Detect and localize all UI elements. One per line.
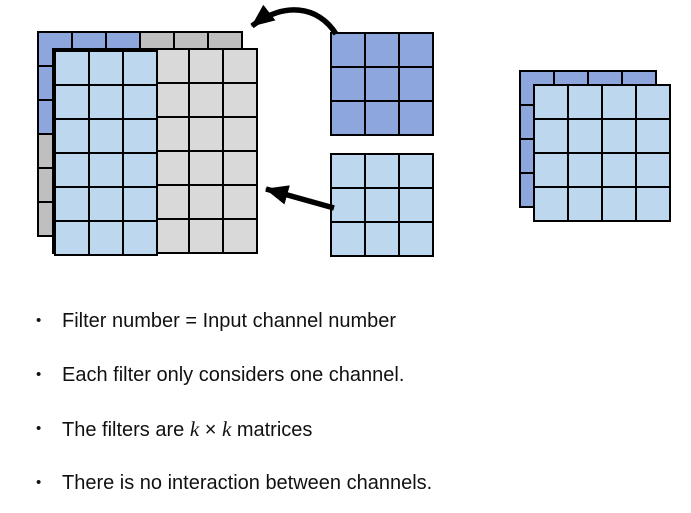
grid-cell xyxy=(637,154,669,186)
grid-cell xyxy=(156,118,188,150)
math-symbol: k xyxy=(189,417,200,441)
grid-cell xyxy=(190,50,222,82)
grid-cell xyxy=(332,155,364,187)
grid-cell xyxy=(124,188,156,220)
grid-cell xyxy=(156,84,188,116)
bullet-text: The filters are k × k matrices xyxy=(62,416,312,443)
grid-cell xyxy=(224,220,256,252)
grid-cell xyxy=(190,118,222,150)
grid-cell xyxy=(366,189,398,221)
bullet-item-no-interaction: • There is no interaction between channe… xyxy=(36,470,432,496)
grid-cell xyxy=(535,120,567,152)
text-segment: Filter number = Input channel number xyxy=(62,310,397,332)
grid-cell xyxy=(190,220,222,252)
grid-cell xyxy=(400,34,432,66)
grid-cell xyxy=(366,102,398,134)
bullet-item-kxk-matrices: • The filters are k × k matrices xyxy=(36,416,312,443)
grid-cell xyxy=(156,186,188,218)
grid-cell xyxy=(569,154,601,186)
grid-cell xyxy=(56,154,88,186)
grid-cell xyxy=(332,68,364,100)
grid-cell xyxy=(224,152,256,184)
grid-cell xyxy=(56,222,88,254)
grid-cell xyxy=(124,154,156,186)
grid-cell xyxy=(56,120,88,152)
output-channel-1-grid xyxy=(533,84,671,222)
grid-cell xyxy=(124,86,156,118)
grid-cell xyxy=(224,186,256,218)
grid-cell xyxy=(569,86,601,118)
grid-cell xyxy=(366,223,398,255)
grid-cell xyxy=(90,222,122,254)
grid-cell xyxy=(535,86,567,118)
bullet-text: Each filter only considers one channel. xyxy=(62,362,404,388)
grid-cell xyxy=(400,68,432,100)
grid-cell xyxy=(400,155,432,187)
text-segment: Each filter only considers one channel. xyxy=(62,364,405,386)
filter-channel-2-grid xyxy=(330,32,434,136)
math-symbol: k xyxy=(221,417,232,441)
grid-cell xyxy=(56,188,88,220)
grid-cell xyxy=(637,188,669,220)
text-segment: The filters are xyxy=(62,419,190,441)
grid-cell xyxy=(400,223,432,255)
grid-cell xyxy=(603,188,635,220)
grid-cell xyxy=(366,68,398,100)
grid-cell xyxy=(535,188,567,220)
grid-cell xyxy=(190,186,222,218)
bullet-text: Filter number = Input channel number xyxy=(62,308,396,334)
grid-cell xyxy=(156,50,188,82)
grid-cell xyxy=(90,52,122,84)
grid-cell xyxy=(569,120,601,152)
grid-cell xyxy=(224,50,256,82)
grid-cell xyxy=(124,120,156,152)
text-segment: × xyxy=(199,419,222,441)
grid-cell xyxy=(56,52,88,84)
grid-cell xyxy=(332,223,364,255)
grid-cell xyxy=(603,120,635,152)
grid-cell xyxy=(90,86,122,118)
bullet-icon: • xyxy=(36,366,42,383)
bullet-item-one-channel: • Each filter only considers one channel… xyxy=(36,362,404,388)
grid-cell xyxy=(90,188,122,220)
bullet-icon: • xyxy=(36,420,42,437)
grid-cell xyxy=(332,102,364,134)
input-channel-1-highlight-grid xyxy=(54,50,158,256)
grid-cell xyxy=(124,52,156,84)
text-segment: matrices xyxy=(231,419,313,441)
grid-cell xyxy=(90,154,122,186)
text-segment: There is no interaction between channels… xyxy=(62,472,433,494)
curved-arrow-icon xyxy=(250,4,339,36)
grid-cell xyxy=(569,188,601,220)
grid-cell xyxy=(535,154,567,186)
bullet-icon: • xyxy=(36,474,42,491)
grid-cell xyxy=(190,152,222,184)
grid-cell xyxy=(90,120,122,152)
grid-cell xyxy=(332,34,364,66)
grid-cell xyxy=(400,102,432,134)
grid-cell xyxy=(224,84,256,116)
grid-cell xyxy=(124,222,156,254)
grid-cell xyxy=(366,34,398,66)
straight-arrow-icon xyxy=(264,185,335,211)
grid-cell xyxy=(637,86,669,118)
grid-cell xyxy=(332,189,364,221)
grid-cell xyxy=(400,189,432,221)
bullet-icon: • xyxy=(36,312,42,329)
grid-cell xyxy=(603,154,635,186)
grid-cell xyxy=(366,155,398,187)
grid-cell xyxy=(190,84,222,116)
filter-channel-1-grid xyxy=(330,153,434,257)
bullet-text: There is no interaction between channels… xyxy=(62,470,432,496)
grid-cell xyxy=(156,152,188,184)
grid-cell xyxy=(56,86,88,118)
grid-cell xyxy=(637,120,669,152)
grid-cell xyxy=(603,86,635,118)
grid-cell xyxy=(224,118,256,150)
bullet-item-filter-number: • Filter number = Input channel number xyxy=(36,308,396,334)
grid-cell xyxy=(156,220,188,252)
